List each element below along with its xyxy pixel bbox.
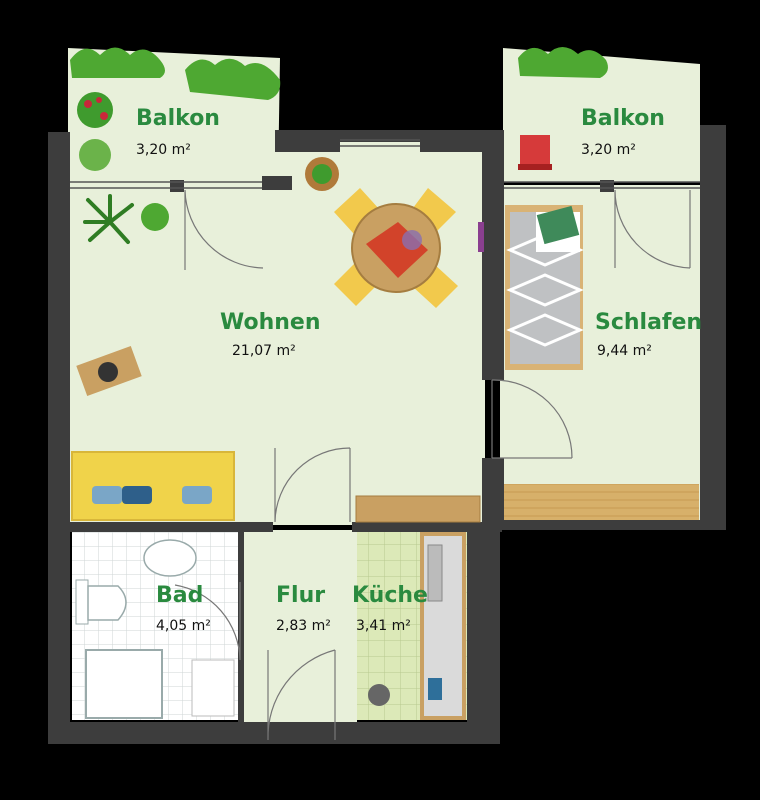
wall-right [700, 125, 726, 530]
table-plate [402, 230, 422, 250]
dining-set [334, 188, 458, 308]
flur-area: 2,83 m² [276, 618, 331, 634]
bed [505, 205, 584, 370]
balkon-right-floor [503, 48, 700, 182]
wall-balkon-left-right [262, 176, 292, 190]
kitchen-counter [368, 532, 466, 720]
chair-1 [334, 188, 380, 234]
bad-area: 4,05 m² [156, 618, 211, 634]
bathroom-fixtures [75, 539, 235, 719]
schlafen-area: 9,44 m² [597, 343, 652, 359]
purple-accent [478, 222, 484, 252]
plant-round-1 [79, 139, 111, 171]
balkon-right-name: Balkon [581, 106, 665, 131]
hedge-left-1 [70, 47, 165, 78]
bed-cushion [536, 205, 580, 245]
wall-left [48, 132, 70, 744]
hedge-left-2 [185, 58, 281, 100]
sofa [71, 451, 235, 521]
kitchen-accent [428, 678, 442, 700]
wall-flur-door-gap-left [48, 722, 268, 744]
bath-cabinet [191, 659, 235, 717]
potted-plants [77, 92, 339, 244]
balkon-left-area: 3,20 m² [136, 142, 191, 158]
doors [174, 189, 691, 741]
wall-center-vertical-upper [482, 130, 504, 380]
wall-center-vertical-lower [482, 458, 504, 528]
wall-balkon-right-post [600, 180, 614, 192]
wall-balkon-left-post [170, 180, 184, 192]
door-balkon-right [614, 189, 691, 269]
kitchen-sink [427, 544, 443, 602]
shower-tray [85, 649, 163, 719]
wall-top-mid-left [275, 130, 340, 152]
lamp [98, 362, 118, 382]
wall-top-window-frame [340, 130, 420, 142]
door-bath [174, 582, 241, 661]
side-table-lamp [76, 346, 142, 396]
schlafen-wood-strip [503, 484, 699, 522]
floors [68, 48, 700, 725]
sink [143, 539, 197, 577]
door-entrance [267, 649, 336, 741]
balkon-left-name: Balkon [136, 106, 220, 131]
walls [48, 125, 726, 744]
plant-red-flowers [77, 92, 113, 128]
hedge-right [518, 47, 608, 78]
kueche-area: 3,41 m² [356, 618, 411, 634]
wall-kitchen-right [467, 530, 500, 744]
railings [70, 139, 700, 189]
wall-top-mid-right [420, 130, 502, 152]
flur-floor [240, 530, 357, 725]
plant-palm [83, 194, 134, 244]
wohnen-area: 21,07 m² [232, 343, 296, 359]
flur-name: Flur [276, 583, 326, 608]
plant-round-2 [141, 203, 169, 231]
balcony-chair [518, 135, 552, 170]
schlafen-name: Schlafen [595, 310, 703, 335]
wall-bath-flur [238, 530, 244, 722]
door-wohnen-flur [274, 447, 351, 523]
toilet-tank [75, 579, 89, 625]
balkon-right-area: 3,20 m² [581, 142, 636, 158]
kueche-name: Küche [352, 583, 428, 608]
stool [368, 684, 390, 706]
door-schlafen [491, 379, 573, 459]
wall-wohnen-bottom-right [352, 522, 502, 532]
tv-bench [355, 495, 481, 523]
toilet [87, 585, 127, 621]
cactus [312, 164, 332, 184]
wall-wohnen-bottom-left [48, 522, 273, 532]
door-balkon-left [184, 189, 264, 270]
wall-schlafen-bottom [500, 520, 726, 530]
bad-name: Bad [156, 583, 204, 608]
balcony-plants [70, 47, 608, 100]
wohnen-name: Wohnen [220, 310, 321, 335]
